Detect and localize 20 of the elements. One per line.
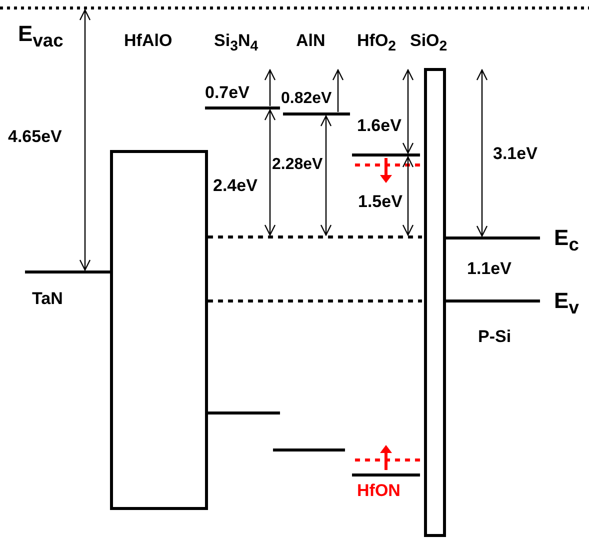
layer-label: HfO$_{2}$ bbox=[357, 32, 396, 55]
value-label: 0.82eV bbox=[281, 90, 332, 108]
value-label: 2.28eV bbox=[272, 156, 323, 174]
layer-label: AlN bbox=[296, 32, 326, 51]
value-label: 2.4eV bbox=[213, 177, 258, 196]
material-label: P-Si bbox=[478, 328, 512, 347]
material-label: HfON bbox=[357, 482, 400, 501]
energy-level-label: E$_{c}$ bbox=[554, 226, 579, 255]
layer-label: SiO$_{2}$ bbox=[410, 32, 448, 55]
value-label: 4.65eV bbox=[8, 128, 62, 147]
energy-level-label: E$_{v}$ bbox=[554, 289, 579, 318]
layer-label: HfAlO bbox=[124, 32, 172, 51]
value-label: 1.1eV bbox=[467, 260, 512, 279]
value-label: 1.6eV bbox=[357, 117, 402, 136]
value-label: 1.5eV bbox=[358, 193, 402, 212]
value-label: 3.1eV bbox=[493, 145, 538, 164]
value-label: 0.7eV bbox=[205, 84, 250, 103]
layer-label: Si$_{3}$N$_{4}$ bbox=[214, 32, 258, 55]
material-label: TaN bbox=[32, 290, 63, 309]
energy-level-label: E$_{vac}$ bbox=[18, 22, 64, 51]
